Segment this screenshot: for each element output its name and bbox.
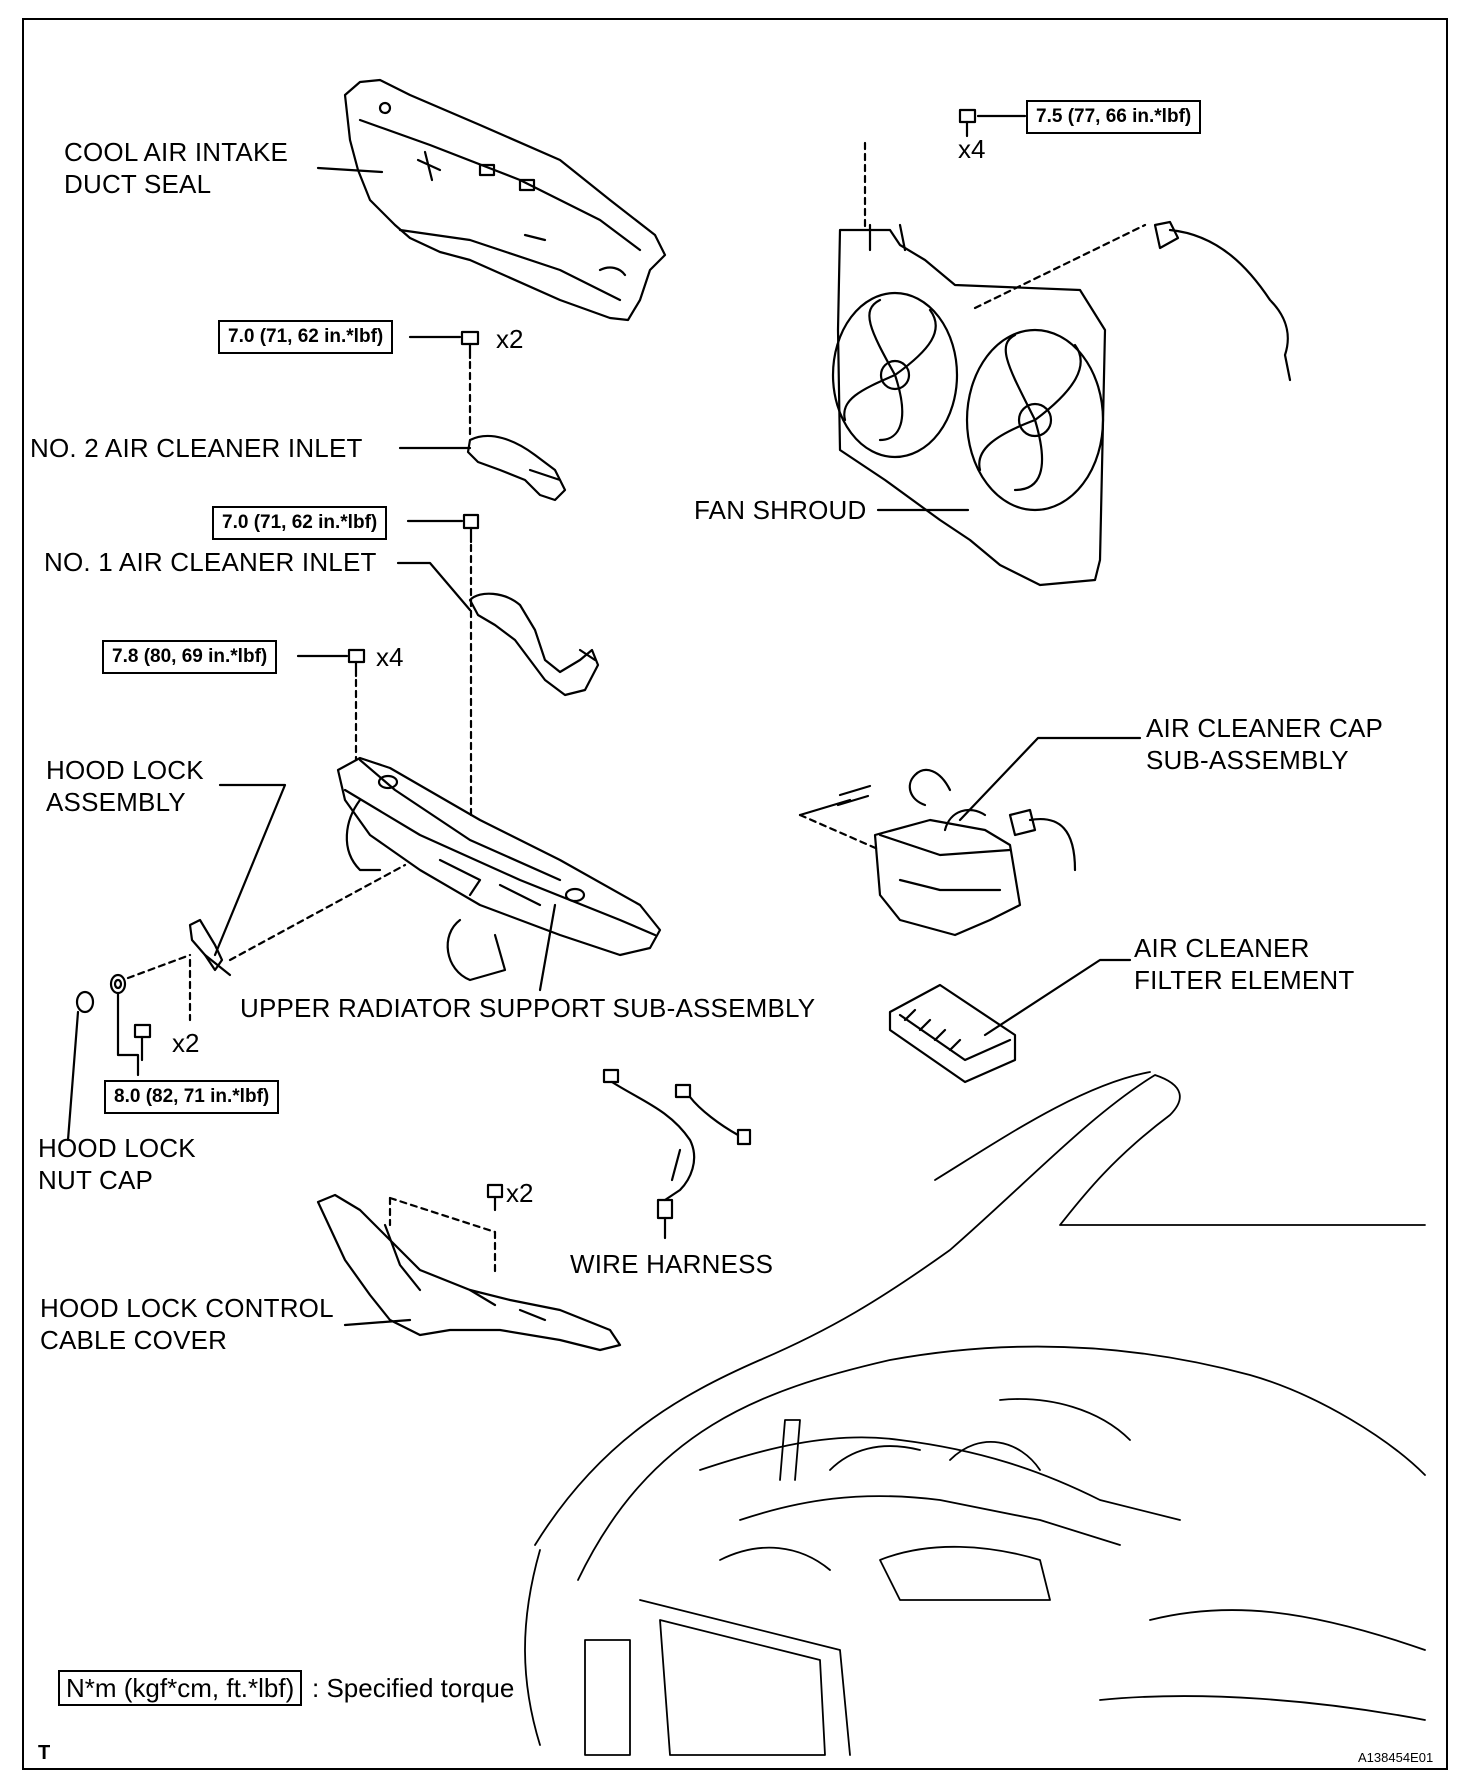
bolt-no1-inlet xyxy=(462,513,480,544)
torque-no2-inlet: 7.0 (71, 62 in.*lbf) xyxy=(218,320,394,354)
cool-air-intake-duct-seal-part xyxy=(343,78,667,322)
hood-lock-bolt-part xyxy=(133,1023,152,1062)
label-no1-air-cleaner-inlet: NO. 1 AIR CLEANER INLET xyxy=(44,547,377,577)
no2-air-cleaner-inlet-part xyxy=(466,435,567,502)
torque-hood-lock: 8.0 (82, 71 in.*lbf) xyxy=(104,1080,280,1114)
bolt-radiator-support xyxy=(347,648,366,678)
label-upper-radiator-support: UPPER RADIATOR SUPPORT SUB-ASSEMBLY xyxy=(240,993,816,1023)
bolt-no2-inlet xyxy=(460,330,480,360)
label-air-cleaner-cap: AIR CLEANER CAP SUB-ASSEMBLY xyxy=(1146,713,1384,775)
label-hood-lock-cable-cover: HOOD LOCK CONTROL CABLE COVER xyxy=(40,1293,334,1355)
qty-radiator-support: x4 xyxy=(376,642,404,672)
diagram-frame xyxy=(22,18,1448,1770)
torque-radiator-support: 7.8 (80, 69 in.*lbf) xyxy=(102,640,278,674)
no1-air-cleaner-inlet-part xyxy=(468,592,600,697)
upper-radiator-support-part xyxy=(336,756,662,982)
fan-shroud-part xyxy=(831,223,1107,587)
torque-fan-shroud: 7.5 (77, 66 in.*lbf) xyxy=(1026,100,1202,134)
legend-torque-unit-box: N*m (kgf*cm, ft.*lbf) xyxy=(58,1670,303,1706)
label-air-cleaner-filter: AIR CLEANER FILTER ELEMENT xyxy=(1134,933,1355,995)
figure-id: A138454E01 xyxy=(1358,1750,1434,1765)
corner-mark: T xyxy=(38,1742,51,1764)
hood-lock-assembly-part xyxy=(188,918,232,977)
qty-cable-cover: x2 xyxy=(506,1178,534,1208)
hood-lock-nut-cap-part xyxy=(66,990,95,1142)
label-wire-harness: WIRE HARNESS xyxy=(570,1249,774,1279)
qty-no2-inlet: x2 xyxy=(496,324,524,354)
torque-no1-inlet: 7.0 (71, 62 in.*lbf) xyxy=(212,506,388,540)
label-hood-lock-assembly: HOOD LOCK ASSEMBLY xyxy=(46,755,204,817)
wire-harness-part xyxy=(602,1068,752,1220)
hood-lock-cable-cover-part xyxy=(316,1193,622,1352)
bolt-cable-cover xyxy=(486,1183,504,1212)
legend-description: : Specified torque xyxy=(312,1673,515,1703)
car-body-outline xyxy=(524,1071,1426,1756)
hood-lock-nut-part xyxy=(109,973,127,995)
bolt-fan-shroud xyxy=(958,108,977,138)
qty-hood-lock: x2 xyxy=(172,1028,200,1058)
qty-fan-shroud: x4 xyxy=(958,134,986,164)
label-fan-shroud: FAN SHROUD xyxy=(694,495,867,525)
label-hood-lock-nut-cap: HOOD LOCK NUT CAP xyxy=(38,1133,196,1195)
air-cleaner-filter-part xyxy=(888,983,1017,1084)
label-cool-air-intake-duct-seal: COOL AIR INTAKE DUCT SEAL xyxy=(64,137,289,199)
air-cleaner-cap-part xyxy=(873,768,1077,937)
label-no2-air-cleaner-inlet: NO. 2 AIR CLEANER INLET xyxy=(30,433,363,463)
